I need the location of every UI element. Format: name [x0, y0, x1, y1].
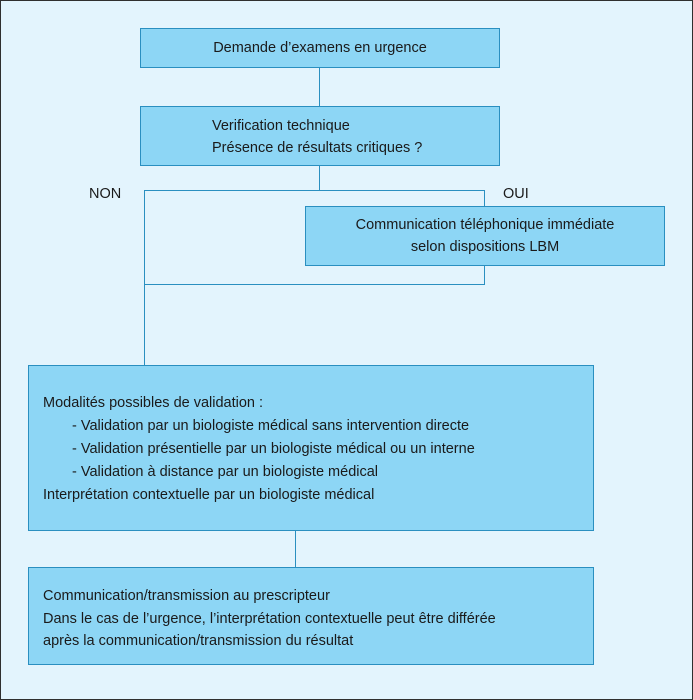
transmission-line1: Communication/transmission au prescripte… [43, 588, 330, 604]
connector-step1-step2 [319, 67, 320, 106]
phone-line1: Communication téléphonique immédiate [355, 217, 615, 233]
validation-item: - Validation par un biologiste médical s… [72, 418, 470, 434]
verification-box: Verification technique Présence de résul… [140, 106, 500, 166]
connector-yes-down [484, 190, 485, 207]
request-box: Demande d’examens en urgence [140, 28, 500, 68]
transmission-line3: après la communication/transmission du r… [43, 633, 354, 649]
connector-step2-split [319, 165, 320, 191]
connector-phone-down [484, 266, 485, 285]
connector-no-down [144, 190, 145, 366]
connector-split-horizontal [144, 190, 485, 191]
validation-item: - Validation présentielle par un biologi… [72, 441, 475, 457]
connector-validation-transmission [295, 530, 296, 568]
request-label: Demande d’examens en urgence [213, 40, 427, 56]
validation-item: - Validation à distance par un biologist… [72, 464, 379, 480]
validation-title: Modalités possibles de validation : [43, 395, 264, 411]
validation-box: Modalités possibles de validation : - Va… [28, 365, 594, 531]
verification-line2: Présence de résultats critiques ? [212, 140, 423, 156]
validation-footer: Interprétation contextuelle par un biolo… [43, 487, 375, 503]
phone-line2: selon dispositions LBM [410, 239, 560, 255]
verification-line1: Verification technique [212, 118, 350, 134]
branch-label-no: NON [89, 186, 122, 202]
branch-label-yes: OUI [503, 186, 529, 202]
transmission-box: Communication/transmission au prescripte… [28, 567, 594, 665]
connector-merge-horizontal [144, 284, 485, 285]
phone-communication-box: Communication téléphonique immédiate sel… [305, 206, 665, 266]
transmission-line2: Dans le cas de l’urgence, l’interprétati… [43, 610, 496, 627]
